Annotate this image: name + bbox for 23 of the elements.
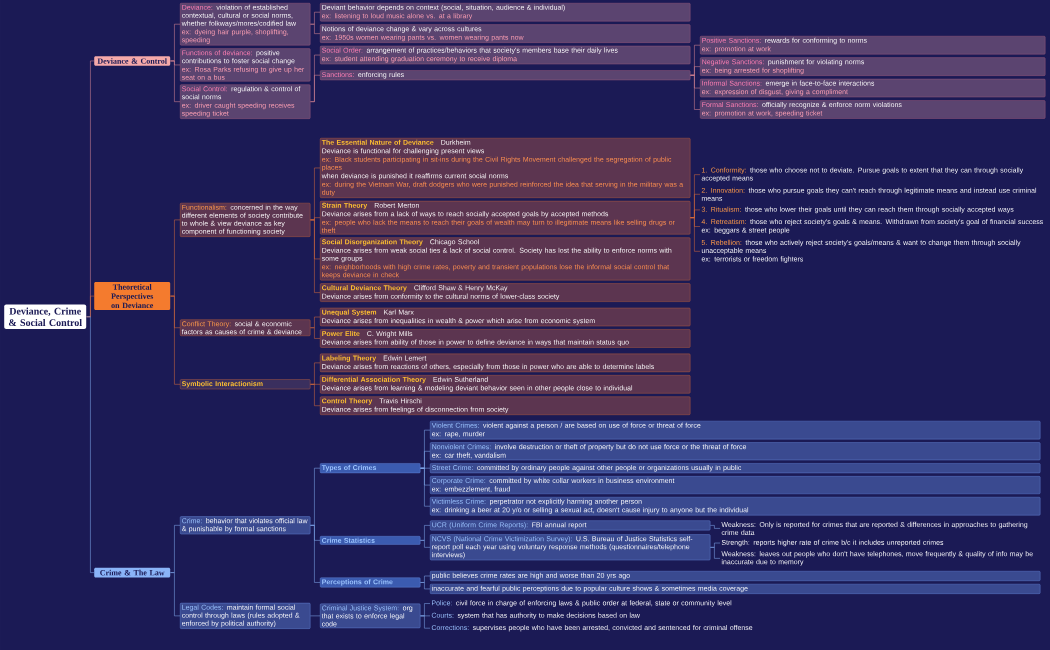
connector-line <box>310 384 321 406</box>
connector-line <box>690 75 701 110</box>
connector-line <box>420 467 431 507</box>
connector-line <box>310 525 321 583</box>
central-topic-box: Deviance, Crime & Social Control <box>4 304 87 330</box>
connector-line <box>310 75 321 102</box>
connector-line <box>710 547 721 559</box>
connector-line <box>310 23 321 34</box>
connector-line <box>420 582 431 590</box>
connector-line <box>310 615 321 617</box>
connector-line <box>310 327 321 339</box>
connector-line <box>170 295 181 385</box>
connector-line <box>690 217 701 252</box>
connector-line <box>420 615 431 629</box>
connector-line <box>310 219 321 293</box>
connector-line <box>170 60 181 102</box>
branch-topic-box: Crime & The Law <box>94 567 171 578</box>
branch-topic-box: Theoretical Perspectives on Deviance <box>94 282 171 311</box>
connector-line <box>86 316 95 573</box>
branch-topic-box: Deviance & Control <box>94 56 171 66</box>
connector-line <box>170 572 181 617</box>
connector-line <box>710 525 721 529</box>
connector-line <box>420 540 431 548</box>
